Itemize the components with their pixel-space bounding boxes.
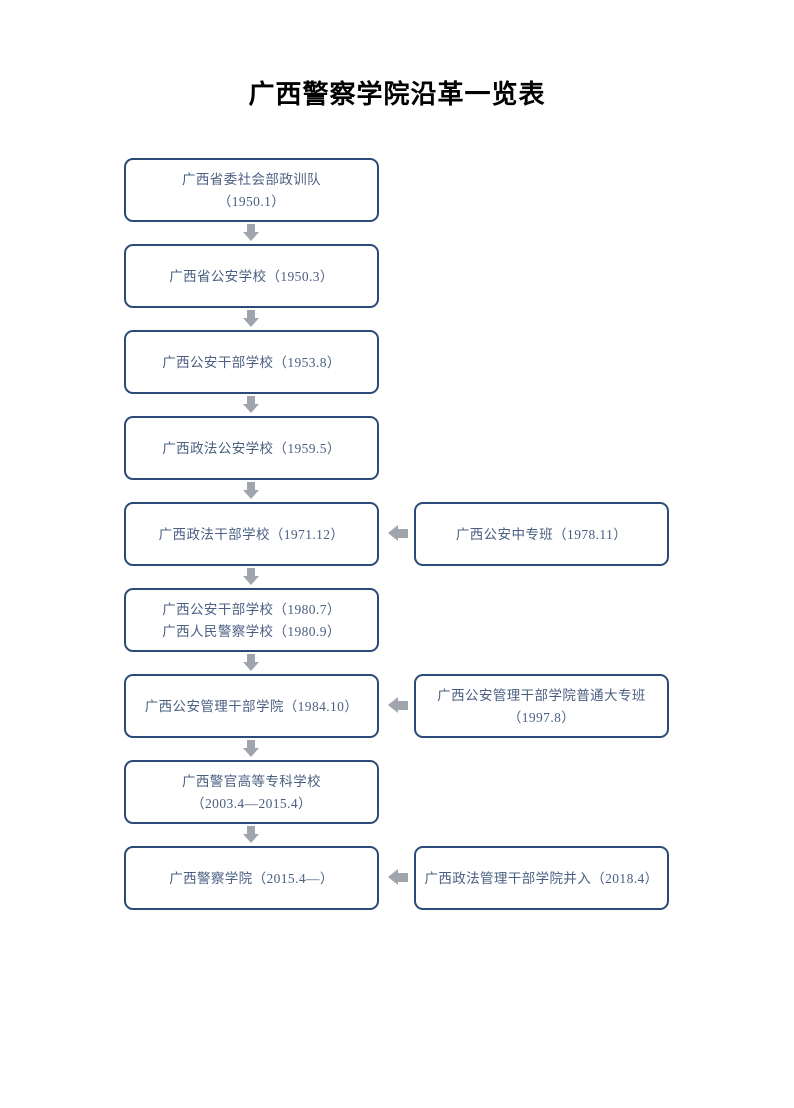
arrow-head <box>243 748 259 757</box>
flow-node-main[interactable]: 广西警官高等专科学校 （2003.4—2015.4） <box>124 760 379 824</box>
arrow-down-icon <box>243 568 259 586</box>
flow-node-side[interactable]: 广西公安管理干部学院普通大专班 （1997.8） <box>414 674 669 738</box>
arrow-down-icon <box>243 740 259 758</box>
arrow-stem <box>398 873 408 882</box>
flow-node-main[interactable]: 广西公安干部学校（1980.7） 广西人民警察学校（1980.9） <box>124 588 379 652</box>
flow-node-main[interactable]: 广西政法干部学校（1971.12） <box>124 502 379 566</box>
flow-node-main[interactable]: 广西省公安学校（1950.3） <box>124 244 379 308</box>
arrow-stem <box>247 740 255 749</box>
flow-node-main[interactable]: 广西公安干部学校（1953.8） <box>124 330 379 394</box>
node-line-2: （1997.8） <box>507 709 576 725</box>
node-line-1: 广西警察学院（2015.4—） <box>169 870 334 886</box>
flow-node-main[interactable]: 广西警察学院（2015.4—） <box>124 846 379 910</box>
arrow-down-icon <box>243 826 259 844</box>
node-line-1: 广西省委社会部政训队 <box>182 171 321 187</box>
flow-row: 广西公安管理干部学院（1984.10） 广西公安管理干部学院普通大专班 （199… <box>0 674 794 757</box>
arrow-stem <box>247 310 255 319</box>
arrow-head <box>243 576 259 585</box>
arrow-head <box>388 697 398 713</box>
node-line-1: 广西警官高等专科学校 <box>182 773 321 789</box>
arrow-head <box>243 834 259 843</box>
arrow-stem <box>247 224 255 233</box>
arrow-head <box>243 490 259 499</box>
node-line-2: （1950.1） <box>217 193 286 209</box>
flow-node-side[interactable]: 广西公安中专班（1978.11） <box>414 502 669 566</box>
node-line-1: 广西公安管理干部学院普通大专班 <box>437 687 646 703</box>
flowchart-container: 广西省委社会部政训队 （1950.1） 广西省公安学校（1950.3） 广西公安… <box>0 158 794 910</box>
arrow-stem <box>247 396 255 405</box>
arrow-head <box>388 525 398 541</box>
flow-row: 广西警察学院（2015.4—） 广西政法管理干部学院并入（2018.4） <box>0 846 794 910</box>
node-line-2: （2003.4—2015.4） <box>191 795 312 811</box>
flow-node-main[interactable]: 广西公安管理干部学院（1984.10） <box>124 674 379 738</box>
arrow-left-icon <box>388 697 408 714</box>
arrow-down-icon <box>243 310 259 328</box>
arrow-stem <box>247 654 255 663</box>
flow-node-main[interactable]: 广西政法公安学校（1959.5） <box>124 416 379 480</box>
page-title: 广西警察学院沿革一览表 <box>248 80 546 109</box>
node-line-1: 广西公安管理干部学院（1984.10） <box>144 698 359 714</box>
arrow-stem <box>247 568 255 577</box>
node-line-1: 广西政法公安学校（1959.5） <box>162 440 341 456</box>
node-line-1: 广西公安中专班（1978.11） <box>455 526 628 542</box>
arrow-stem <box>398 701 408 710</box>
arrow-head <box>388 869 398 885</box>
arrow-stem <box>398 529 408 538</box>
arrow-left-icon <box>388 525 408 542</box>
arrow-down-icon <box>243 396 259 414</box>
flow-row: 广西政法干部学校（1971.12） 广西公安中专班（1978.11） <box>0 502 794 585</box>
arrow-down-icon <box>243 224 259 242</box>
flow-row: 广西公安干部学校（1953.8） <box>0 330 794 413</box>
arrow-head <box>243 404 259 413</box>
node-line-1: 广西省公安学校（1950.3） <box>169 268 334 284</box>
arrow-head <box>243 232 259 241</box>
arrow-head <box>243 662 259 671</box>
flow-row: 广西省委社会部政训队 （1950.1） <box>0 158 794 241</box>
arrow-head <box>243 318 259 327</box>
arrow-stem <box>247 826 255 835</box>
node-line-1: 广西公安干部学校（1980.7） <box>162 601 341 617</box>
node-line-1: 广西政法干部学校（1971.12） <box>158 526 345 542</box>
arrow-stem <box>247 482 255 491</box>
node-line-2: 广西人民警察学校（1980.9） <box>162 623 341 639</box>
node-line-1: 广西公安干部学校（1953.8） <box>162 354 341 370</box>
flow-row: 广西省公安学校（1950.3） <box>0 244 794 327</box>
node-line-1: 广西政法管理干部学院并入（2018.4） <box>424 870 659 886</box>
flow-node-main[interactable]: 广西省委社会部政训队 （1950.1） <box>124 158 379 222</box>
flow-row: 广西警官高等专科学校 （2003.4—2015.4） <box>0 760 794 843</box>
flow-row: 广西公安干部学校（1980.7） 广西人民警察学校（1980.9） <box>0 588 794 671</box>
flow-row: 广西政法公安学校（1959.5） <box>0 416 794 499</box>
arrow-down-icon <box>243 654 259 672</box>
flow-node-side[interactable]: 广西政法管理干部学院并入（2018.4） <box>414 846 669 910</box>
arrow-left-icon <box>388 869 408 886</box>
arrow-down-icon <box>243 482 259 500</box>
